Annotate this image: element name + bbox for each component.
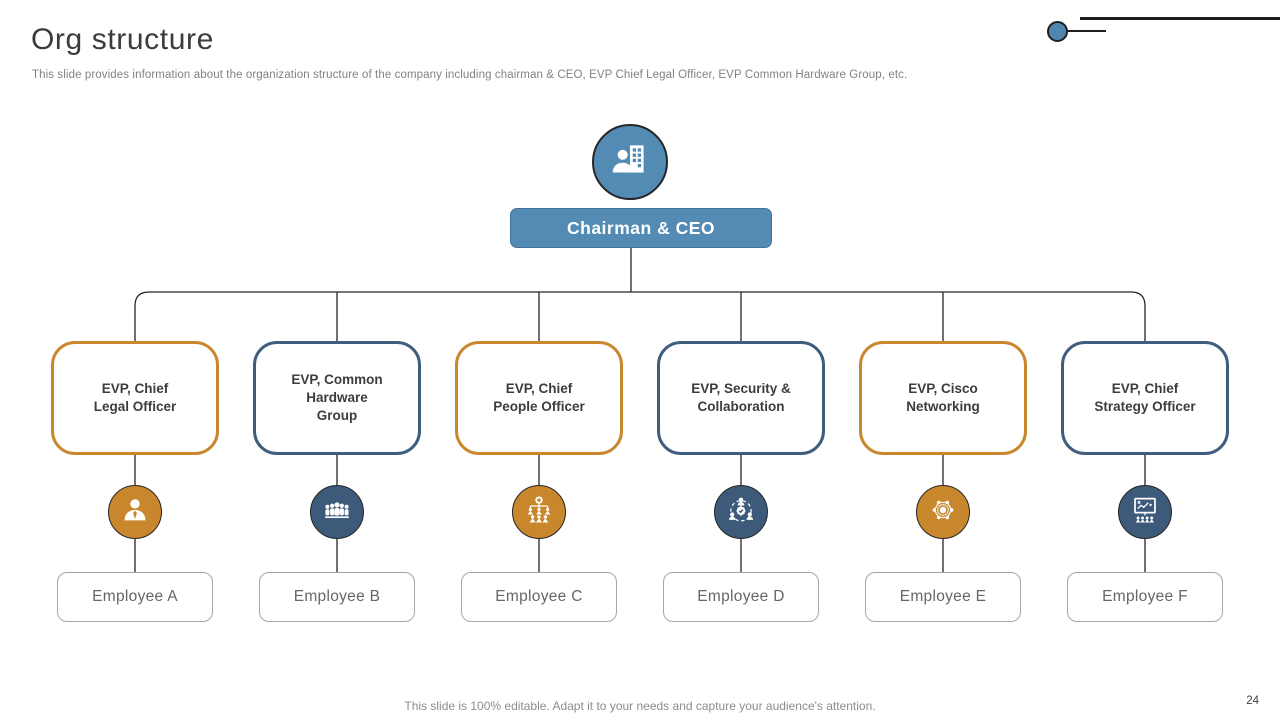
evp-box: EVP, Security & Collaboration [657,341,825,455]
page-title: Org structure [31,23,214,56]
decorative-line-long [1080,17,1280,20]
employee-box: Employee C [461,572,617,622]
branch-security-collaboration: EVP, Security & Collaboration [657,341,825,622]
employee-label: Employee C [495,588,583,605]
decorative-circle [1047,21,1068,42]
evp-box: EVP, Chief People Officer [455,341,623,455]
employee-box: Employee E [865,572,1021,622]
decorative-line-short [1057,30,1106,32]
chairman-ceo-label: Chairman & CEO [567,217,715,238]
branch-icon-circle [1118,485,1172,539]
evp-title: EVP, Security & Collaboration [691,380,791,414]
branch-chief-legal-officer: EVP, Chief Legal Officer Employee A [51,341,219,622]
employee-box: Employee B [259,572,415,622]
branch-chief-strategy-officer: EVP, Chief Strategy Officer [1061,341,1229,622]
footer-note: This slide is 100% editable. Adapt it to… [404,699,876,713]
branch-icon-circle [714,485,768,539]
evp-title: EVP, Chief Legal Officer [93,380,177,414]
branch-cisco-networking: EVP, Cisco Networking Employee E [859,341,1027,622]
collaboration-icon [725,494,757,531]
branch-icon-circle [512,485,566,539]
evp-box: EVP, Common Hardware Group [253,341,421,455]
network-icon [927,494,959,531]
employee-label: Employee B [293,588,381,605]
evp-title: EVP, Chief People Officer [493,380,585,414]
evp-title: EVP, Chief Strategy Officer [1094,380,1196,414]
slide-subtitle: This slide provides information about th… [32,69,908,81]
employee-box: Employee F [1067,572,1223,622]
evp-box: EVP, Chief Legal Officer [51,341,219,455]
hierarchy-gear-icon [523,494,555,531]
chairman-icon-circle [592,124,668,200]
branch-chief-people-officer: EVP, Chief People Officer [455,341,623,622]
employee-box: Employee A [57,572,213,622]
page-number: 24 [1246,695,1259,707]
branch-icon-circle [916,485,970,539]
employee-label: Employee E [899,588,987,605]
branch-common-hardware-group: EVP, Common Hardware Group Employee B [253,341,421,622]
person-building-icon [607,137,653,188]
businessman-icon [119,494,151,531]
employee-box: Employee D [663,572,819,622]
chairman-ceo-box: Chairman & CEO [510,208,772,248]
employee-label: Employee D [697,588,785,605]
branch-icon-circle [108,485,162,539]
evp-title: EVP, Common Hardware Group [291,371,383,424]
team-icon [321,494,353,531]
evp-title: EVP, Cisco Networking [906,380,980,414]
employee-label: Employee A [92,588,178,605]
employee-label: Employee F [1102,588,1188,605]
evp-box: EVP, Chief Strategy Officer [1061,341,1229,455]
branch-icon-circle [310,485,364,539]
evp-box: EVP, Cisco Networking [859,341,1027,455]
strategy-board-icon [1129,494,1161,531]
